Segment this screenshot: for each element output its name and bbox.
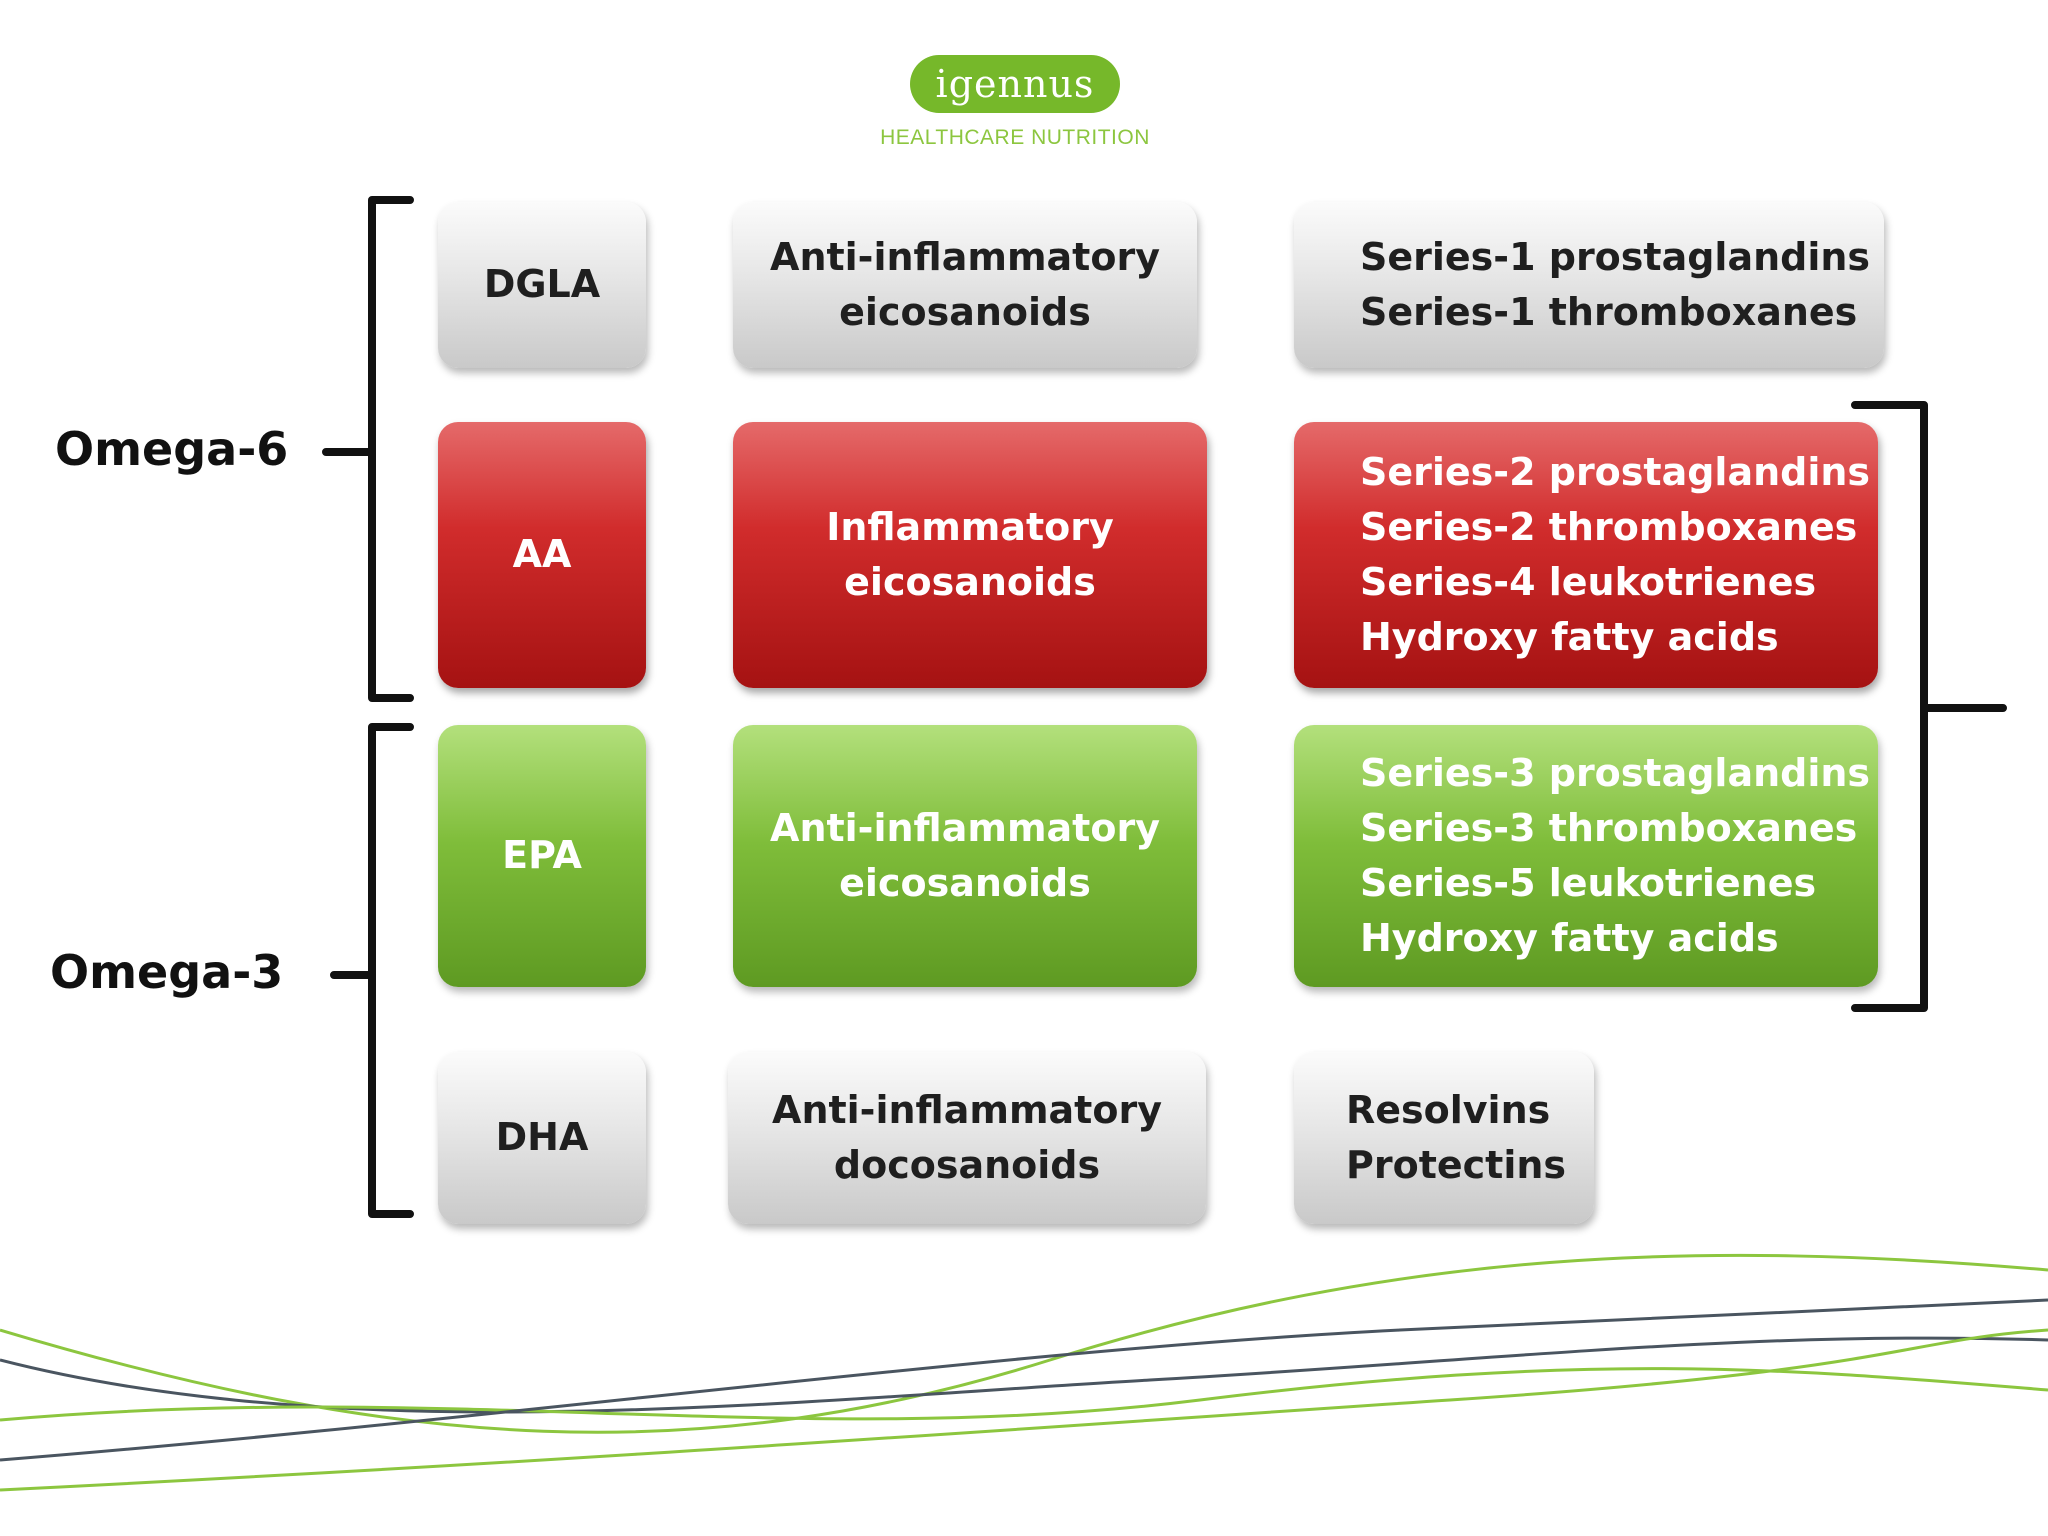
acid-box-aa: AA bbox=[438, 422, 646, 688]
category-line: Anti-inflammatory bbox=[772, 1087, 1162, 1132]
product-line: Hydroxy fatty acids bbox=[1360, 615, 1779, 660]
acid-box-dha: DHA bbox=[438, 1052, 646, 1224]
category-line: Anti-inflammatory bbox=[770, 805, 1160, 850]
wave-line bbox=[0, 1298, 2048, 1462]
category-line: eicosanoids bbox=[844, 560, 1096, 604]
omega3-bracket bbox=[330, 723, 414, 1218]
product-line: Series-1 thromboxanes bbox=[1360, 290, 1858, 334]
category-line: eicosanoids bbox=[839, 290, 1091, 334]
product-line: Series-3 thromboxanes bbox=[1360, 805, 1858, 850]
products-box-dha: Resolvins Protectins bbox=[1294, 1052, 1594, 1224]
acid-label: EPA bbox=[502, 833, 582, 878]
product-line: Series-3 prostaglandins bbox=[1360, 750, 1871, 795]
category-box-dgla: Anti-inflammatory eicosanoids bbox=[733, 202, 1197, 368]
logo-tagline: HEALTHCARE NUTRITION bbox=[880, 126, 1150, 149]
omega6-bracket bbox=[322, 196, 414, 702]
acid-label: DHA bbox=[495, 1115, 589, 1160]
product-line: Series-1 prostaglandins bbox=[1360, 234, 1871, 279]
product-line: Series-4 leukotrienes bbox=[1360, 560, 1817, 604]
logo-name: igennus bbox=[935, 62, 1095, 106]
wave-line bbox=[0, 1328, 2048, 1492]
products-bracket bbox=[1851, 401, 2007, 1012]
logo-badge: igennus bbox=[910, 55, 1120, 113]
acid-label: DGLA bbox=[483, 262, 601, 307]
category-box-dha: Anti-inflammatory docosanoids bbox=[728, 1052, 1206, 1224]
category-box-aa: Inflammatory eicosanoids bbox=[733, 422, 1207, 688]
category-line: eicosanoids bbox=[839, 861, 1091, 905]
category-line: docosanoids bbox=[833, 1143, 1101, 1187]
products-box-dgla: Series-1 prostaglandins Series-1 thrombo… bbox=[1294, 202, 1884, 368]
product-line: Series-5 leukotrienes bbox=[1360, 861, 1817, 905]
category-box-epa: Anti-inflammatory eicosanoids bbox=[733, 725, 1197, 987]
decorative-waves bbox=[0, 1253, 2048, 1492]
product-line: Protectins bbox=[1346, 1143, 1567, 1187]
product-line: Resolvins bbox=[1346, 1087, 1551, 1132]
category-line: Anti-inflammatory bbox=[770, 234, 1160, 279]
acid-box-dgla: DGLA bbox=[438, 202, 646, 368]
product-line: Series-2 thromboxanes bbox=[1360, 504, 1858, 549]
products-box-epa: Series-3 prostaglandins Series-3 thrombo… bbox=[1294, 725, 1878, 987]
omega6-label: Omega-6 bbox=[55, 422, 289, 476]
omega3-label: Omega-3 bbox=[50, 945, 284, 999]
acid-box-epa: EPA bbox=[438, 725, 646, 987]
acid-label: AA bbox=[512, 532, 572, 577]
product-line: Series-2 prostaglandins bbox=[1360, 449, 1871, 494]
category-line: Inflammatory bbox=[826, 504, 1114, 549]
products-box-aa: Series-2 prostaglandins Series-2 thrombo… bbox=[1294, 422, 1878, 688]
product-line: Hydroxy fatty acids bbox=[1360, 916, 1779, 961]
wave-line bbox=[0, 1253, 2048, 1434]
wave-line bbox=[0, 1367, 2048, 1422]
